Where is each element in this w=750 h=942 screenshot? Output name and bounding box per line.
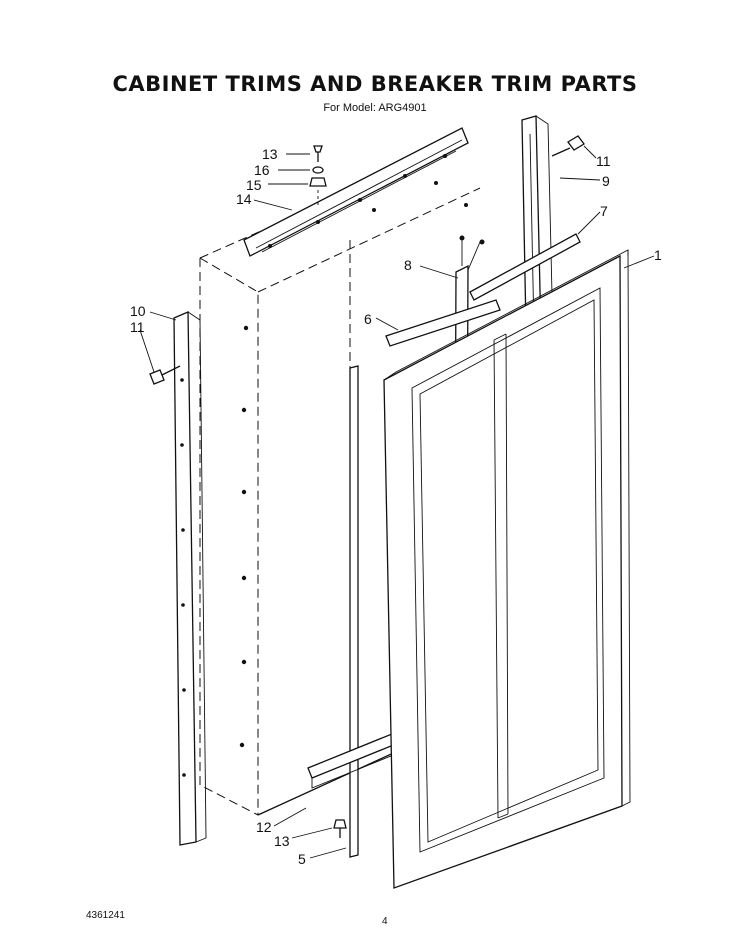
callout-14: 14	[236, 191, 252, 207]
callout-10: 10	[130, 303, 146, 319]
screw-part-11-left	[149, 365, 181, 385]
callout-13-top: 13	[262, 146, 278, 162]
callout-5: 5	[298, 851, 306, 867]
callout-8: 8	[404, 257, 412, 273]
document-code: 4361241	[86, 910, 125, 921]
top-trim-part-14	[243, 127, 469, 257]
callout-16: 16	[254, 162, 270, 178]
callout-13-bottom: 13	[274, 833, 290, 849]
screw-part-11-right	[551, 135, 585, 157]
callout-15: 15	[246, 177, 262, 193]
callout-9: 9	[602, 173, 610, 189]
callout-12: 12	[256, 819, 272, 835]
screw-part-13-bottom	[333, 819, 347, 838]
callout-1: 1	[654, 247, 662, 263]
model-subtitle: For Model: ARG4901	[323, 102, 427, 114]
left-side-trim-part-10	[173, 311, 207, 846]
callout-leaders	[139, 145, 655, 859]
callout-11-left: 11	[130, 319, 145, 335]
upper-breaker-trim-part-7	[469, 233, 581, 301]
callout-6: 6	[364, 311, 372, 327]
screw-stack-13-16-15	[309, 145, 327, 205]
callout-7: 7	[600, 203, 608, 219]
page-number: 4	[382, 916, 388, 927]
page-title: CABINET TRIMS AND BREAKER TRIM PARTS	[112, 72, 638, 96]
center-breaker-strip-part-5	[349, 365, 359, 858]
lower-breaker-trim-part-6	[385, 299, 501, 347]
breaker-frame-part-1	[383, 249, 631, 889]
callout-11-right: 11	[596, 153, 611, 169]
